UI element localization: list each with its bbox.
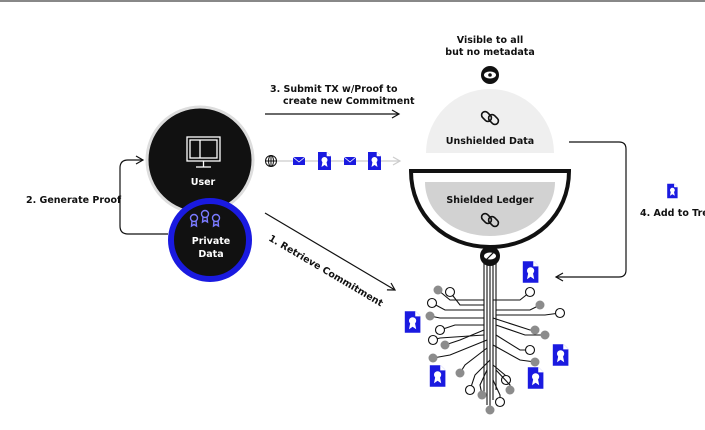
tree-branch — [437, 289, 484, 301]
certificate-document-icon — [522, 260, 540, 284]
shielded-ledger-fill — [425, 182, 555, 236]
tree-branch — [495, 324, 545, 336]
tree-branch — [496, 304, 541, 311]
step3-label-line1: 3. Submit TX w/Proof to — [270, 84, 398, 95]
certificate-document-icon — [552, 343, 570, 367]
tree-node — [485, 405, 495, 415]
visible-label-line2: but no metadata — [445, 47, 534, 58]
retrieve-commitment-arrow — [264, 212, 397, 291]
tree-branch — [432, 339, 488, 359]
globe-icon — [265, 155, 277, 167]
tree-branch — [444, 329, 485, 346]
tree-branch — [496, 312, 561, 316]
private-data-node — [168, 198, 252, 282]
tree-node — [434, 324, 446, 336]
private-data-label-line1: Private — [192, 236, 231, 247]
certificate-document-icon — [404, 310, 421, 334]
eye-icon — [481, 66, 499, 84]
tree-node — [455, 368, 465, 378]
tree-node — [535, 300, 545, 310]
tree-node — [464, 384, 476, 396]
tree-node — [554, 307, 566, 319]
certificate-document-icon — [666, 183, 678, 199]
monitor-icon — [186, 136, 221, 168]
certificate-document-icon — [429, 364, 446, 388]
tree-branch — [459, 347, 488, 374]
tree-node — [540, 330, 550, 340]
step3-label-line2: create new Commitment — [283, 96, 415, 107]
tree-node — [505, 385, 515, 395]
private-data-label-line2: Data — [198, 249, 223, 260]
certificate-document-icon — [367, 151, 382, 171]
award-icon — [189, 209, 221, 228]
visible-label-line1: Visible to all — [457, 35, 523, 46]
envelope-icon — [292, 156, 306, 166]
tree-node — [524, 344, 536, 356]
tree-node — [428, 353, 438, 363]
certificate-document-icon — [317, 151, 332, 171]
unshielded-data-label: Unshielded Data — [446, 136, 534, 147]
tree-node — [444, 286, 456, 298]
tree-node — [477, 390, 487, 400]
tree-branch — [439, 324, 484, 331]
tree-node — [425, 311, 435, 321]
tree-node — [530, 357, 540, 367]
tree-node — [524, 286, 536, 298]
tree-branch — [429, 315, 484, 319]
tree-branch — [495, 334, 530, 351]
user-label: User — [191, 177, 216, 188]
tree-node — [494, 396, 506, 408]
user-node — [145, 105, 255, 215]
tree-branch — [432, 334, 485, 341]
tree-branch — [492, 317, 535, 331]
tree-node — [530, 325, 540, 335]
add-to-tree-arrow — [554, 141, 627, 282]
tree-node — [427, 334, 439, 346]
tree-node — [440, 340, 450, 350]
step1-label: 1. Retrieve Commitment — [266, 233, 385, 309]
generate-proof-arrow — [119, 155, 168, 235]
tree-branch — [492, 344, 536, 363]
tree-node — [433, 285, 443, 295]
commitment-tree — [404, 260, 570, 415]
tree-branch — [493, 291, 531, 301]
shielded-ledger-label: Shielded Ledger — [446, 195, 533, 206]
certificate-document-icon — [527, 366, 545, 390]
step4-label: 4. Add to Tree — [640, 208, 705, 219]
tree-branch — [469, 359, 491, 391]
eye-slash-icon — [480, 246, 500, 266]
tree-branch — [449, 291, 484, 306]
envelope-icon — [343, 156, 357, 166]
tree-branch — [431, 302, 484, 311]
step2-label: 2. Generate Proof — [26, 195, 122, 206]
tree-node — [426, 297, 438, 309]
